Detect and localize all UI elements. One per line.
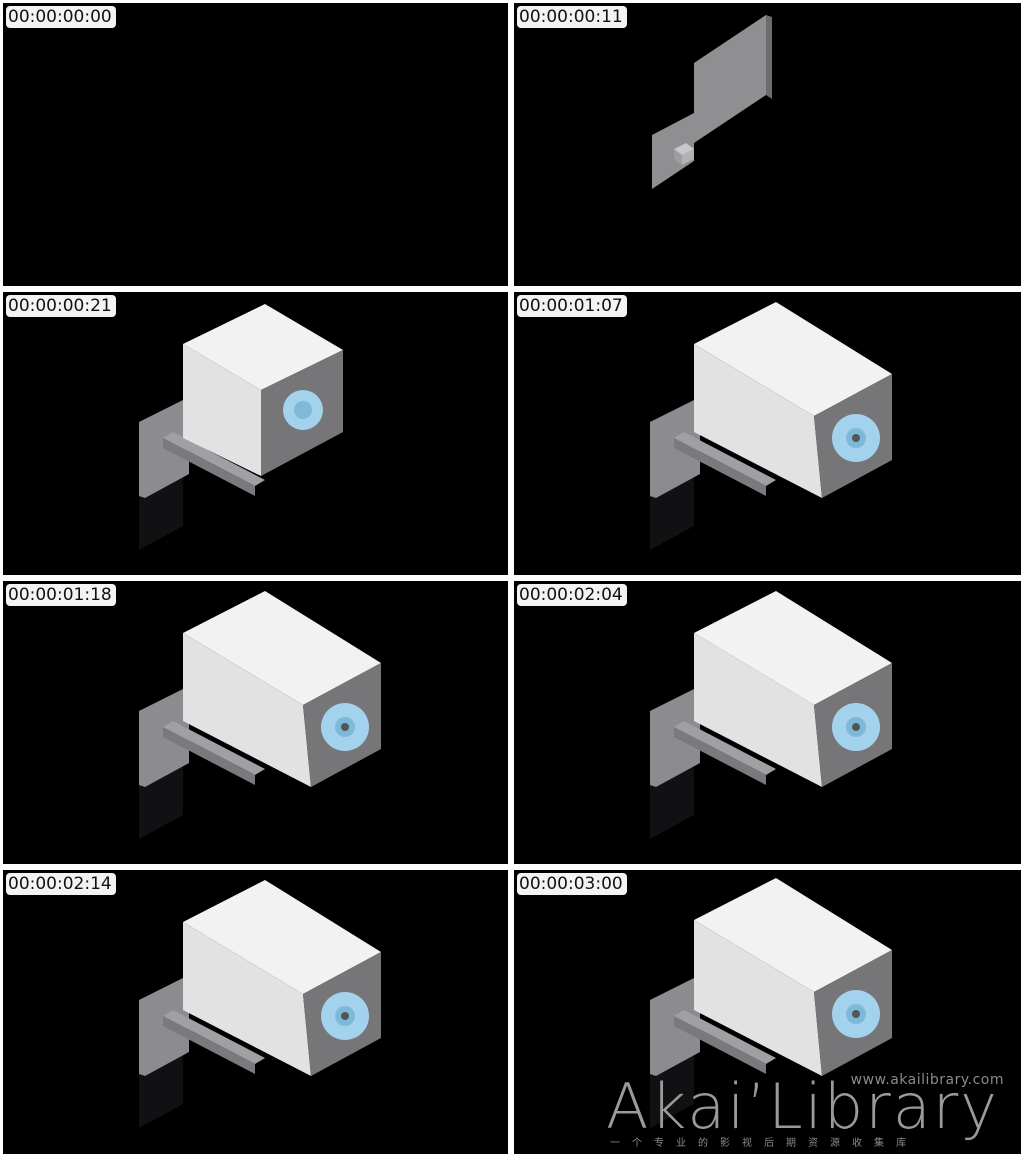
camera-illustration <box>139 591 381 839</box>
timecode-label: 00:00:02:14 <box>6 873 116 895</box>
timecode-label: 00:00:02:04 <box>517 584 627 606</box>
frame-8: 00:00:03:00 <box>514 870 1021 1154</box>
frame-1: 00:00:00:00 <box>3 3 508 286</box>
timecode-label: 00:00:01:18 <box>6 584 116 606</box>
timecode-label: 00:00:00:11 <box>517 6 627 28</box>
timecode-label: 00:00:01:07 <box>517 295 627 317</box>
frame-5: 00:00:01:18 <box>3 581 508 864</box>
camera-illustration <box>650 302 892 550</box>
frame-2: 00:00:00:11 <box>514 3 1021 286</box>
wall-plate-illustration <box>652 15 772 189</box>
camera-illustration <box>650 878 892 1128</box>
timecode-label: 00:00:03:00 <box>517 873 627 895</box>
timecode-label: 00:00:00:00 <box>6 6 116 28</box>
camera-illustration <box>650 591 892 839</box>
frame-3: 00:00:00:21 <box>3 292 508 575</box>
timecode-label: 00:00:00:21 <box>6 295 116 317</box>
camera-illustration <box>139 880 381 1128</box>
frame-7: 00:00:02:14 <box>3 870 508 1154</box>
frame-6: 00:00:02:04 <box>514 581 1021 864</box>
frame-4: 00:00:01:07 <box>514 292 1021 575</box>
camera-illustration <box>139 304 343 550</box>
